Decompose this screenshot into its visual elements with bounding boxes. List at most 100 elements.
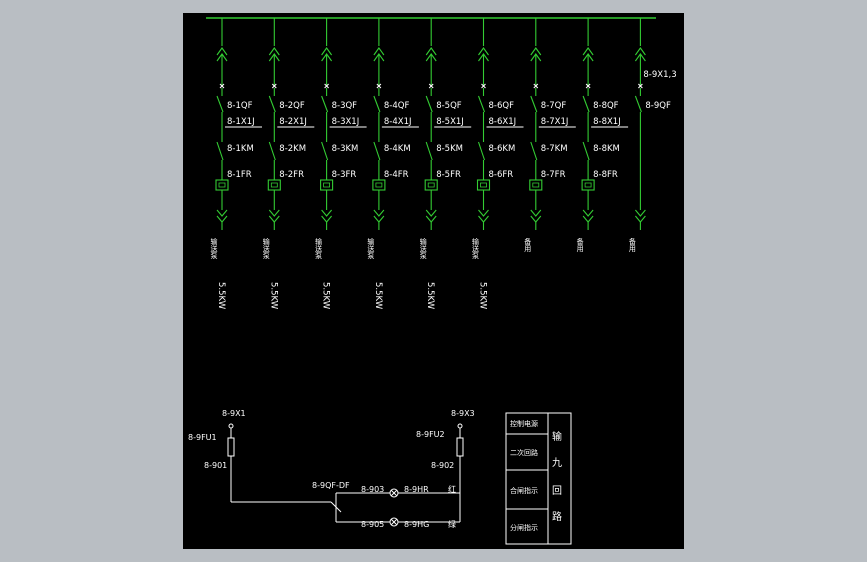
terminal-label: 8-9X1,3 <box>643 70 676 80</box>
breaker-blade <box>634 95 642 113</box>
isolator-mark <box>481 83 486 89</box>
thermal-relay-element <box>218 182 226 188</box>
control-circuit <box>227 423 464 527</box>
label-lower-lamp: 8-9HG <box>404 520 429 529</box>
terminal-label: 8-2X1J <box>279 117 307 127</box>
title-block <box>505 412 572 545</box>
breaker-label: 8-4QF <box>384 101 410 111</box>
breaker-label: 8-1QF <box>227 101 253 111</box>
isolator-mark <box>324 83 329 89</box>
title-row-4: 分闸指示 <box>510 523 538 532</box>
thermal-relay-element <box>584 182 592 188</box>
label-left-terminal: 8-9X1 <box>222 409 246 418</box>
breaker-blade <box>477 95 486 113</box>
contactor-blade <box>373 141 381 161</box>
label-right-node: 8-902 <box>431 461 454 470</box>
breaker-label: 8-2QF <box>279 101 305 111</box>
contactor-blade <box>477 141 486 161</box>
lamp-cross <box>390 518 398 526</box>
thermal-relay-element <box>532 182 540 188</box>
title-side-1: 输 <box>552 430 562 443</box>
breaker-blade <box>425 95 433 113</box>
control-labels: 8-9X1 8-9FU1 8-901 8-9X3 8-9FU2 8-902 8-… <box>188 409 475 529</box>
relay-label: 8-3FR <box>332 170 357 180</box>
breaker-blade <box>268 95 276 113</box>
breaker-label: 8-9QF <box>645 101 671 111</box>
load-label: 备用 <box>524 237 532 253</box>
label-right-fuse: 8-9FU2 <box>416 430 445 439</box>
title-row-1: 控制电源 <box>510 419 538 428</box>
label-upper-lamp-color: 红 <box>448 484 456 494</box>
breaker-blade <box>216 95 224 113</box>
terminal-label: 8-6X1J <box>489 117 517 127</box>
power-label: 5.5KW <box>478 282 488 310</box>
isolator-mark <box>219 83 225 89</box>
load-label: 输送泵 <box>210 237 218 259</box>
contactor-label: 8-1KM <box>227 144 254 154</box>
contactor-blade <box>216 141 224 161</box>
contactor-label: 8-5KM <box>436 144 463 154</box>
title-block-frame <box>505 412 572 545</box>
title-block-text: 控制电源 二次回路 合闸指示 分闸指示 输 九 回 路 <box>510 419 562 532</box>
title-row-3: 合闸指示 <box>510 486 538 495</box>
drawing-canvas <box>183 13 684 549</box>
breaker-label: 8-8QF <box>593 101 619 111</box>
contactor-label: 8-3KM <box>332 144 359 154</box>
title-side-4: 路 <box>552 510 562 523</box>
breaker-blade <box>530 95 538 113</box>
contactor-label: 8-4KM <box>384 144 411 154</box>
load-label: 输送泵 <box>315 237 323 259</box>
label-upper-wire: 8-903 <box>361 485 384 494</box>
label-right-terminal: 8-9X3 <box>451 409 475 418</box>
relay-label: 8-5FR <box>436 170 461 180</box>
contactor-label: 8-8KM <box>593 144 620 154</box>
terminal-label: 8-4X1J <box>384 117 412 127</box>
label-lower-lamp-color: 绿 <box>448 520 456 529</box>
load-label: 输送泵 <box>367 237 375 259</box>
isolator-mark <box>533 83 539 89</box>
isolator-mark <box>271 83 277 89</box>
label-upper-lamp: 8-9HR <box>404 485 429 494</box>
load-label: 输送泵 <box>262 237 270 259</box>
contactor-label: 8-2KM <box>279 144 306 154</box>
breaker-label: 8-6QF <box>489 101 515 111</box>
contactor-blade <box>321 141 329 161</box>
label-aux-contact: 8-9QF-DF <box>312 481 350 490</box>
thermal-relay-element <box>323 182 331 188</box>
relay-label: 8-6FR <box>489 170 514 180</box>
relay-label: 8-8FR <box>593 170 618 180</box>
isolator-mark <box>376 83 382 89</box>
breaker-blade <box>582 95 590 113</box>
thermal-relay-element <box>480 182 487 188</box>
breaker-label: 8-7QF <box>541 101 567 111</box>
breaker-label: 8-3QF <box>332 101 358 111</box>
load-label: 备用 <box>576 237 584 253</box>
isolator-mark <box>585 83 591 89</box>
title-row-2: 二次回路 <box>510 448 538 457</box>
breaker-blade <box>321 95 329 113</box>
relay-label: 8-4FR <box>384 170 409 180</box>
power-label: 5.5KW <box>216 282 226 310</box>
terminal-label: 8-8X1J <box>593 117 621 127</box>
terminal-label: 8-7X1J <box>541 117 569 127</box>
label-left-fuse: 8-9FU1 <box>188 433 217 442</box>
thermal-relay-element <box>270 182 278 188</box>
breaker-label: 8-5QF <box>436 101 462 111</box>
lamp-cross <box>390 489 398 497</box>
contactor-blade <box>530 141 538 161</box>
title-side-2: 九 <box>552 457 562 469</box>
relay-label: 8-7FR <box>541 170 566 180</box>
terminal-label: 8-3X1J <box>332 117 360 127</box>
load-label: 输送泵 <box>472 237 480 259</box>
terminal-label: 8-1X1J <box>227 117 255 127</box>
contactor-blade <box>425 141 433 161</box>
feeder-8: 8-8QF 8-8X1J 8-8KM 8-8FR 备用 <box>576 18 629 253</box>
